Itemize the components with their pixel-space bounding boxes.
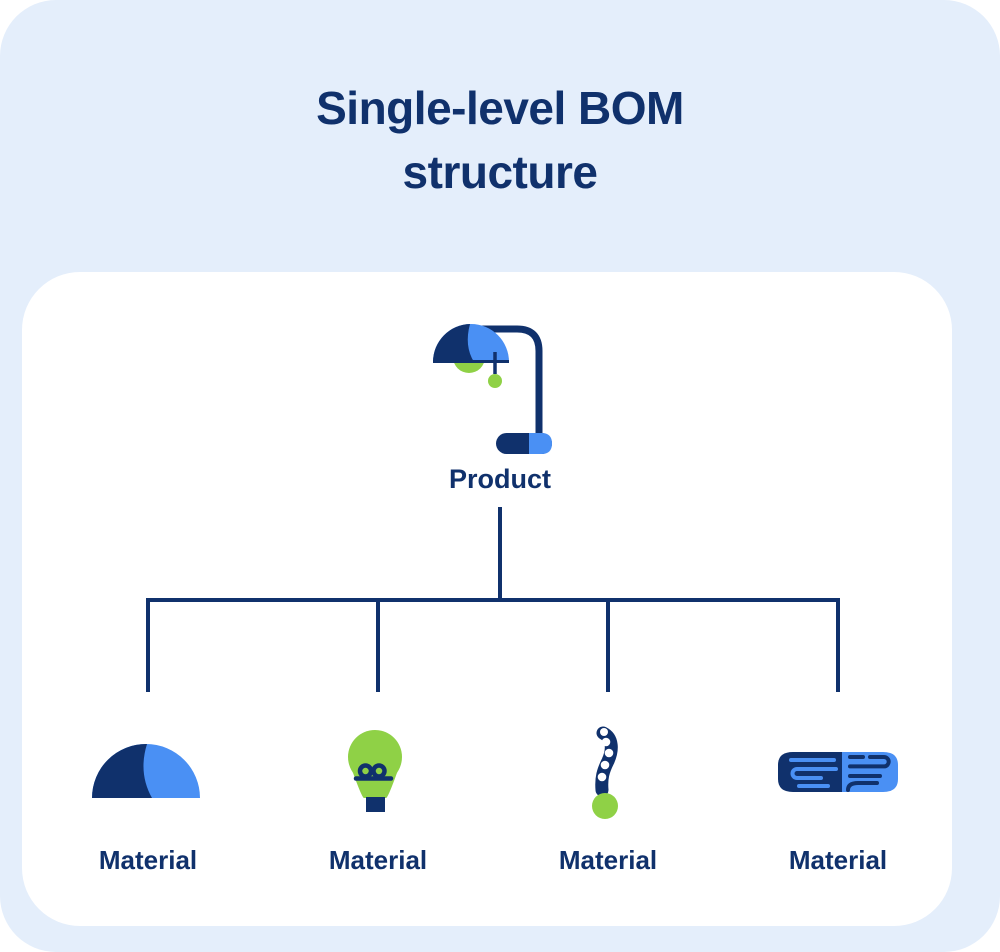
material-label-4: Material (788, 845, 888, 875)
product-label: Product (448, 464, 551, 494)
page-title-line1: Single-level BOM (316, 82, 684, 134)
pull-chain-icon (592, 726, 618, 819)
cable-icon (778, 752, 898, 792)
page-title: Single-level BOM structure (0, 76, 1000, 204)
page-title-line2: structure (402, 146, 598, 198)
material-label-2: Material (328, 845, 428, 875)
light-bulb-icon (348, 730, 402, 812)
lamp-shade-icon (92, 743, 200, 798)
desk-lamp-icon (433, 324, 552, 454)
material-label-3: Material (558, 845, 658, 875)
material-label-1: Material (98, 845, 198, 875)
